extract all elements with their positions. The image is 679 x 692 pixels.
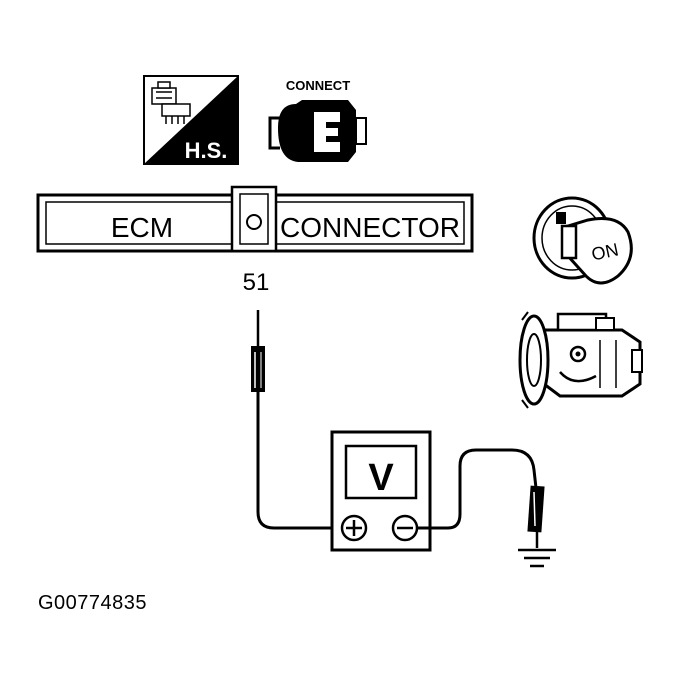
ecm-connector: ECM CONNECTOR xyxy=(36,185,474,253)
negative-terminal xyxy=(391,514,419,542)
connect-label: CONNECT xyxy=(286,78,350,93)
connector-label: CONNECTOR xyxy=(280,212,460,243)
terminal-number: 51 xyxy=(243,269,270,296)
voltmeter: V xyxy=(330,430,432,552)
harness-side-icon: H.S. xyxy=(143,75,239,165)
connect-icon: CONNECT xyxy=(268,78,367,162)
positive-probe xyxy=(251,310,265,392)
negative-probe xyxy=(527,485,545,548)
voltmeter-display-label: V xyxy=(368,457,394,499)
harness-side-label: H.S. xyxy=(185,138,228,163)
terminal-hole xyxy=(246,214,262,230)
negative-lead-wire xyxy=(417,448,538,530)
figure-id: G00774835 xyxy=(38,592,148,614)
ground-symbol xyxy=(518,548,556,568)
ecm-label: ECM xyxy=(111,212,173,243)
ignition-key-icon: ON xyxy=(532,196,633,285)
positive-terminal xyxy=(340,514,368,542)
positive-lead-wire xyxy=(256,392,334,530)
engine-icon xyxy=(518,311,643,409)
